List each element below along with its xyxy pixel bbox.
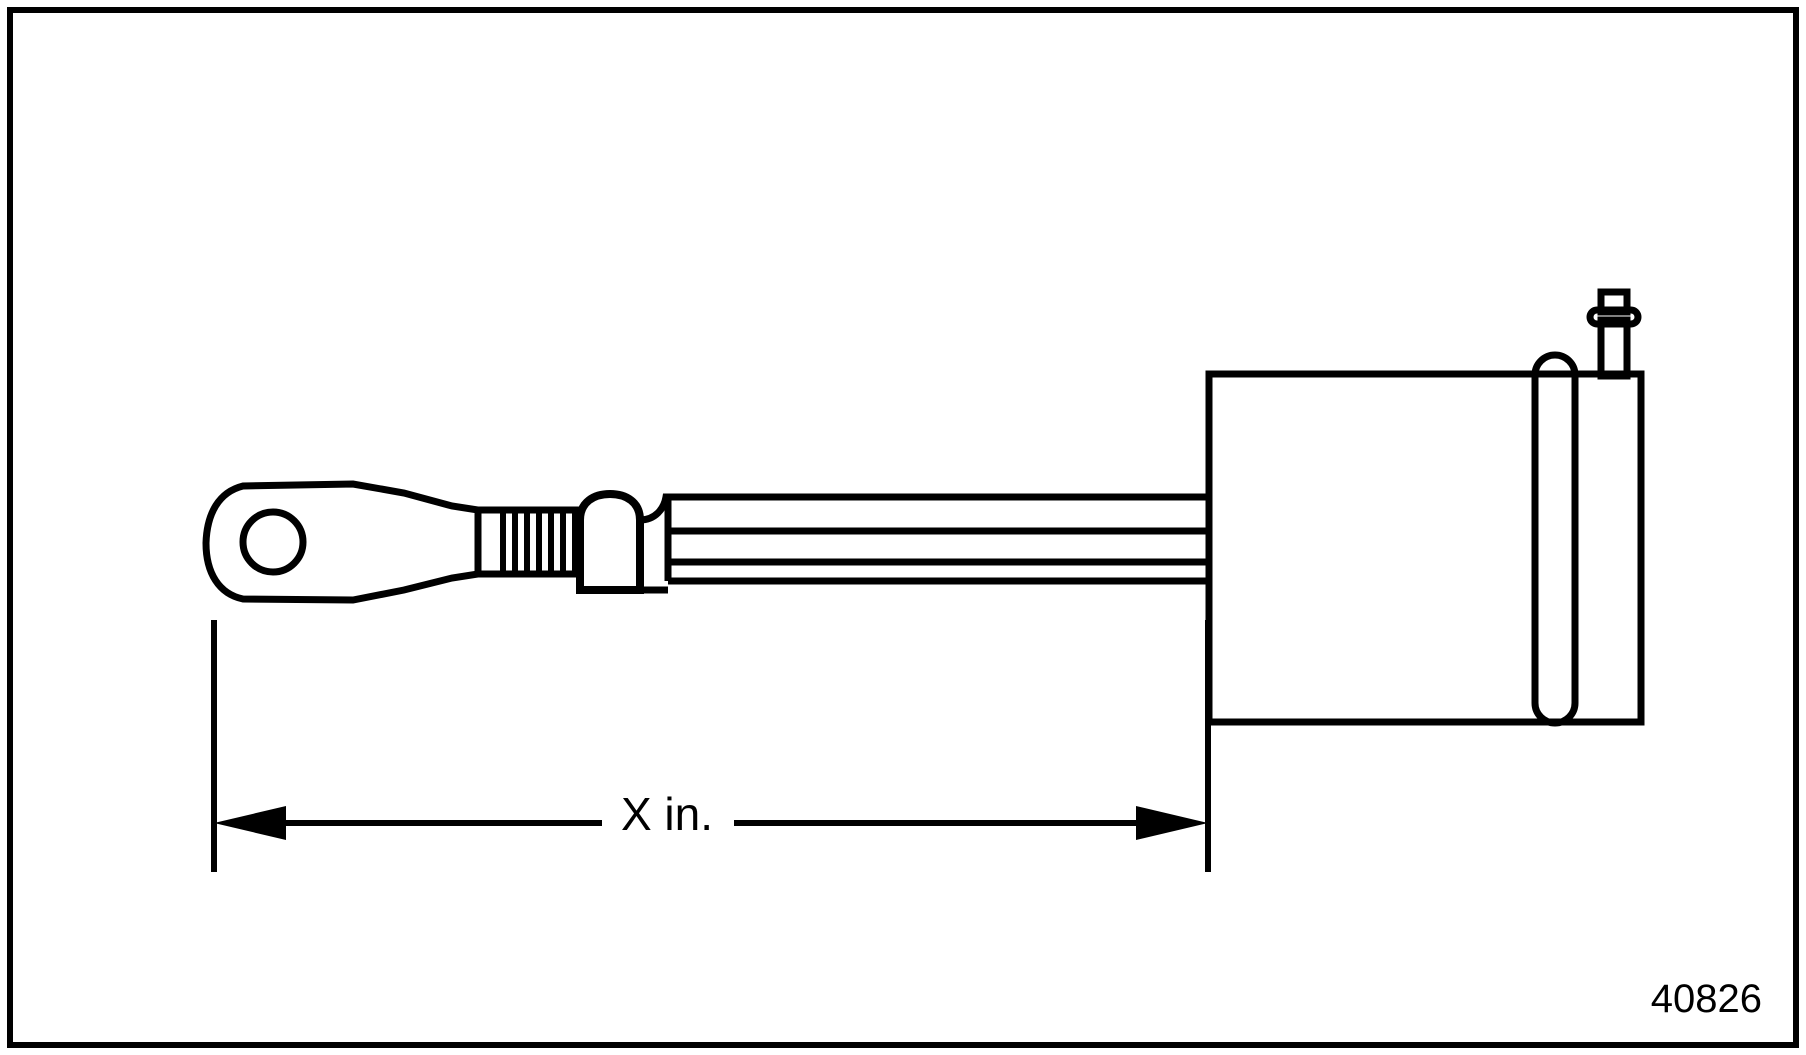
outer-frame [7, 7, 1799, 1048]
terminal-stud [1586, 288, 1642, 380]
seal-ring [1531, 351, 1579, 727]
dimension-annotation: X in. [211, 620, 1211, 872]
dimension-label: X in. [621, 788, 713, 840]
hex-nut [576, 489, 644, 594]
mounting-hole [239, 508, 307, 576]
nut-outline [576, 489, 644, 594]
threaded-section [478, 506, 580, 578]
connector-housing [1205, 370, 1645, 726]
seal-capsule [1531, 351, 1579, 727]
stud-post [1597, 316, 1631, 380]
arrowhead-left [214, 806, 286, 840]
eyelet-outline [202, 480, 482, 604]
conduit-tube [639, 493, 1209, 594]
eyelet-terminal [202, 480, 482, 604]
thread-ticks [500, 512, 578, 573]
part-number-label: 40826 [1651, 977, 1762, 1021]
stud-head [1597, 288, 1631, 316]
connector-body [1205, 370, 1645, 726]
arrowhead-right [1136, 806, 1208, 840]
